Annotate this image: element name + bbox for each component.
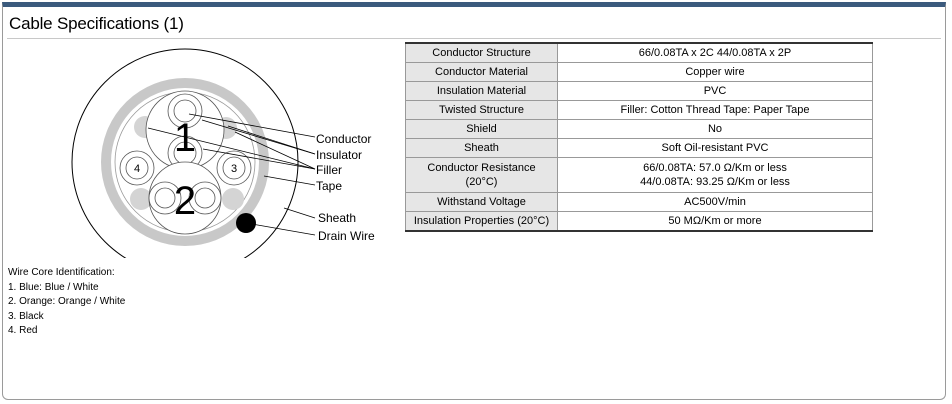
pair2-wire-a-conductor [154, 187, 176, 209]
row-label: Conductor Structure [405, 42, 558, 63]
table-row: Conductor Material Copper wire [405, 62, 873, 82]
table-row: Insulation Properties (20°C) 50 MΩ/Km or… [405, 211, 873, 232]
row-label: Conductor Material [405, 62, 558, 82]
legend-item: 2. Orange: Orange / White [8, 296, 126, 307]
page-title: Cable Specifications (1) [9, 14, 184, 33]
row-label: Shield [405, 119, 558, 139]
row-value: Copper wire [557, 62, 873, 82]
pair1-wire-a-conductor [173, 99, 197, 123]
row-value: Filler: Cotton Thread Tape: Paper Tape [557, 100, 873, 120]
table-row: Withstand Voltage AC500V/min [405, 192, 873, 212]
table-row: Conductor Resistance (20°C) 66/0.08TA: 5… [405, 157, 873, 193]
row-value: AC500V/min [557, 192, 873, 212]
row-value: Soft Oil-resistant PVC [557, 138, 873, 158]
core3-conductor [222, 156, 246, 180]
label-tape: Tape [316, 179, 342, 193]
row-value-line: 66/0.08TA: 57.0 Ω/Km or less [643, 162, 787, 174]
pair2-wire-b-conductor [194, 187, 216, 209]
table-row: Sheath Soft Oil-resistant PVC [405, 138, 873, 158]
core-number-4: 4 [134, 163, 140, 175]
filler-bottom-right [222, 188, 244, 210]
row-label: Withstand Voltage [405, 192, 558, 212]
row-value: 50 MΩ/Km or more [557, 211, 873, 232]
filler-bottom-left [130, 188, 152, 210]
core-number-1: 1 [174, 116, 196, 160]
row-value-multiline: 66/0.08TA: 57.0 Ω/Km or less 44/0.08TA: … [557, 157, 873, 193]
row-value: PVC [557, 81, 873, 101]
legend-item: 4. Red [8, 325, 38, 336]
spec-table: Conductor Structure 66/0.08TA x 2C 44/0.… [405, 42, 873, 232]
legend-item: 1. Blue: Blue / White [8, 281, 99, 293]
legend-item: 3. Black [8, 310, 44, 322]
label-filler: Filler [316, 163, 342, 177]
table-row: Conductor Structure 66/0.08TA x 2C 44/0.… [405, 42, 873, 63]
core-number-3: 3 [231, 163, 237, 175]
leader-lines [147, 113, 316, 236]
row-label: Sheath [405, 138, 558, 158]
row-label: Conductor Resistance (20°C) [405, 157, 558, 193]
table-row: Insulation Material PVC [405, 81, 873, 101]
table-row: Twisted Structure Filler: Cotton Thread … [405, 100, 873, 120]
core-number-2: 2 [174, 179, 196, 223]
title-divider [7, 38, 941, 39]
tape-ring [101, 78, 269, 246]
legend-heading: Wire Core Identification: [8, 267, 115, 278]
row-label: Twisted Structure [405, 100, 558, 120]
table-row: Shield No [405, 119, 873, 139]
label-drain-wire: Drain Wire [318, 229, 375, 243]
row-value-line: 44/0.08TA: 93.25 Ω/Km or less [640, 176, 790, 188]
label-insulator: Insulator [316, 148, 362, 162]
label-conductor: Conductor [316, 132, 371, 146]
row-label: Insulation Properties (20°C) [405, 211, 558, 232]
cable-cross-section-diagram: 1 2 4 3 Conductor Insulator Filler Tape … [71, 48, 375, 258]
row-value: 66/0.08TA x 2C 44/0.08TA x 2P [557, 42, 873, 63]
label-sheath: Sheath [318, 211, 356, 225]
row-label: Insulation Material [405, 81, 558, 101]
row-value: No [557, 119, 873, 139]
wire-core-legend: Wire Core Identification: 1. Blue: Blue … [8, 266, 125, 339]
core4-conductor [125, 156, 149, 180]
